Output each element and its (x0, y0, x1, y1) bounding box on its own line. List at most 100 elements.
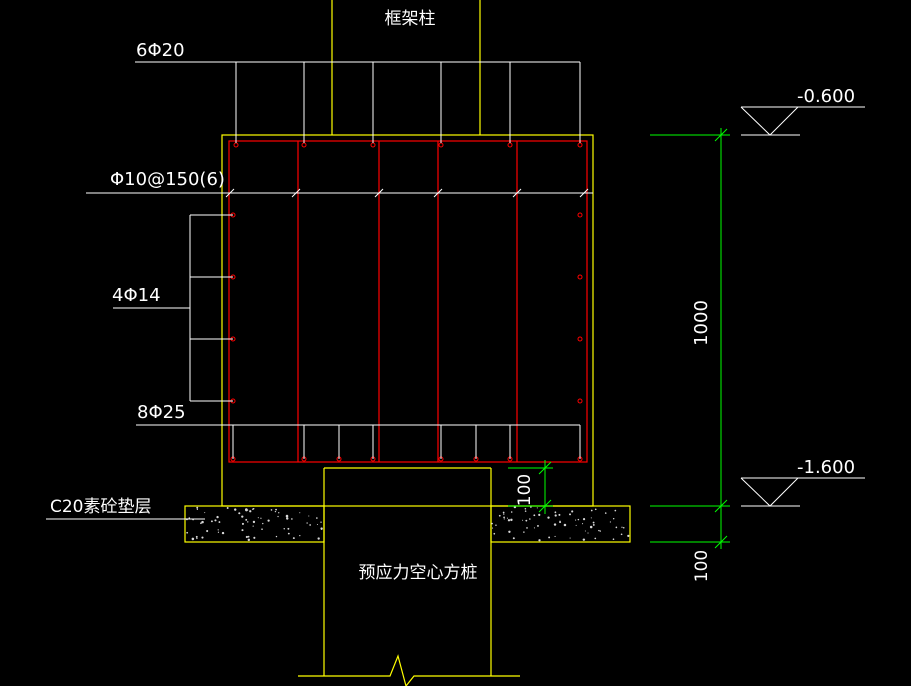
cushion-speckle (241, 522, 245, 525)
rebar-dot (301, 142, 307, 148)
cushion-speckle (575, 519, 577, 521)
cushion-speckle (247, 535, 250, 538)
rebar-cage (228, 140, 588, 463)
cushion-speckle (526, 527, 528, 529)
cushion-speckle (622, 526, 625, 529)
cushion-speckle (195, 535, 198, 538)
cushion-speckle (599, 530, 601, 532)
cushion-speckle (537, 524, 539, 527)
cushion-speckle (525, 519, 528, 522)
top-rebar-label: 6Φ20 (136, 40, 185, 61)
cushion-speckle (252, 525, 254, 527)
cushion-speckle (594, 537, 597, 540)
cushion-speckle (285, 514, 289, 518)
cushion-speckle (548, 536, 551, 539)
cushion-speckle (241, 515, 244, 518)
cushion-hatch (185, 505, 630, 542)
cushion-speckle (503, 518, 505, 520)
cushion-speckle (245, 508, 248, 511)
cushion-speckle (252, 508, 254, 510)
cushion-speckle (247, 521, 249, 523)
cushion-speckle (615, 526, 618, 529)
bottom-rebar-label: 8Φ25 (137, 402, 186, 423)
cushion-speckle (275, 535, 278, 538)
pile-break-line (298, 654, 520, 686)
rebar-dot (233, 142, 239, 148)
elevation-bottom-label: -1.600 (797, 457, 855, 478)
cushion-speckle (234, 508, 237, 511)
cushion-speckle (569, 513, 571, 516)
cushion-speckle (491, 522, 493, 525)
dim-pile-embed-text: 100 (515, 474, 535, 506)
cushion-speckle (238, 512, 241, 515)
cushion-speckle (249, 510, 252, 513)
concrete-outlines (184, 0, 631, 686)
cushion-speckle (536, 507, 538, 509)
frame-column-label: 框架柱 (385, 9, 436, 29)
cushion-speckle (285, 517, 289, 520)
dim-1000-text: 1000 (691, 300, 712, 346)
cushion-speckle (554, 511, 557, 514)
cushion-speckle (283, 528, 285, 530)
cushion-speckle (558, 513, 561, 516)
cushion-speckle (262, 522, 264, 525)
cushion-speckle (278, 512, 280, 514)
cushion-speckle (316, 523, 318, 526)
cushion-speckle (306, 522, 308, 524)
cushion-speckle (594, 508, 597, 511)
cushion-speckle (309, 524, 311, 526)
cushion-speckle (267, 519, 270, 522)
cushion-speckle (621, 526, 623, 528)
cushion-speckle (530, 506, 532, 508)
cushion-speckle (510, 518, 513, 522)
cushion-speckle (581, 523, 584, 525)
cushion-speckle (533, 514, 536, 517)
cushion-speckle (188, 517, 191, 519)
cushion-speckle (196, 506, 199, 509)
cushion-speckle (559, 521, 562, 524)
cushion-left (184, 505, 325, 543)
cushion-speckle (321, 528, 323, 531)
cushion-speckle (612, 518, 615, 520)
cushion-speckle (571, 510, 574, 513)
pile-cap-outline (221, 134, 594, 507)
cushion-speckle (217, 529, 219, 531)
cushion-speckle (308, 515, 310, 517)
cushion-speckle (275, 508, 277, 511)
cushion-speckle (538, 513, 541, 516)
rebar-dots (230, 142, 583, 462)
cushion-speckle (277, 515, 279, 518)
cushion-speckle (523, 531, 525, 533)
cushion-speckle (524, 507, 527, 510)
cushion-speckle (587, 532, 589, 534)
cushion-speckle (270, 509, 273, 511)
cushion-speckle (604, 512, 607, 514)
cushion-speckle (577, 518, 580, 521)
cushion-speckle (221, 531, 225, 535)
elevation-top-label: -0.600 (797, 86, 855, 107)
cushion-speckle (186, 531, 189, 534)
cushion-speckle (218, 521, 221, 523)
leader-lines (46, 61, 593, 520)
rebar-dot (577, 274, 583, 280)
cushion-speckle (533, 527, 535, 529)
cushion-speckle (287, 532, 290, 535)
cushion-speckle (553, 523, 557, 526)
rebar-dot (577, 336, 583, 342)
dim-cushion-text: 100 (692, 550, 712, 582)
cushion-speckle (529, 518, 531, 520)
cushion-speckle (547, 516, 550, 519)
rebar-dot (507, 142, 513, 148)
cushion-speckle (320, 521, 322, 523)
cushion-speckle (204, 512, 206, 514)
dimension-lines (508, 128, 730, 549)
cushion-speckle (201, 536, 204, 539)
cushion-speckle (506, 517, 509, 519)
cushion-speckle (206, 529, 209, 533)
cushion-speckle (503, 513, 505, 515)
cushion-speckle (502, 511, 505, 514)
cushion-speckle (554, 514, 557, 517)
cushion-speckle (217, 531, 220, 533)
cushion-speckle (612, 538, 615, 541)
